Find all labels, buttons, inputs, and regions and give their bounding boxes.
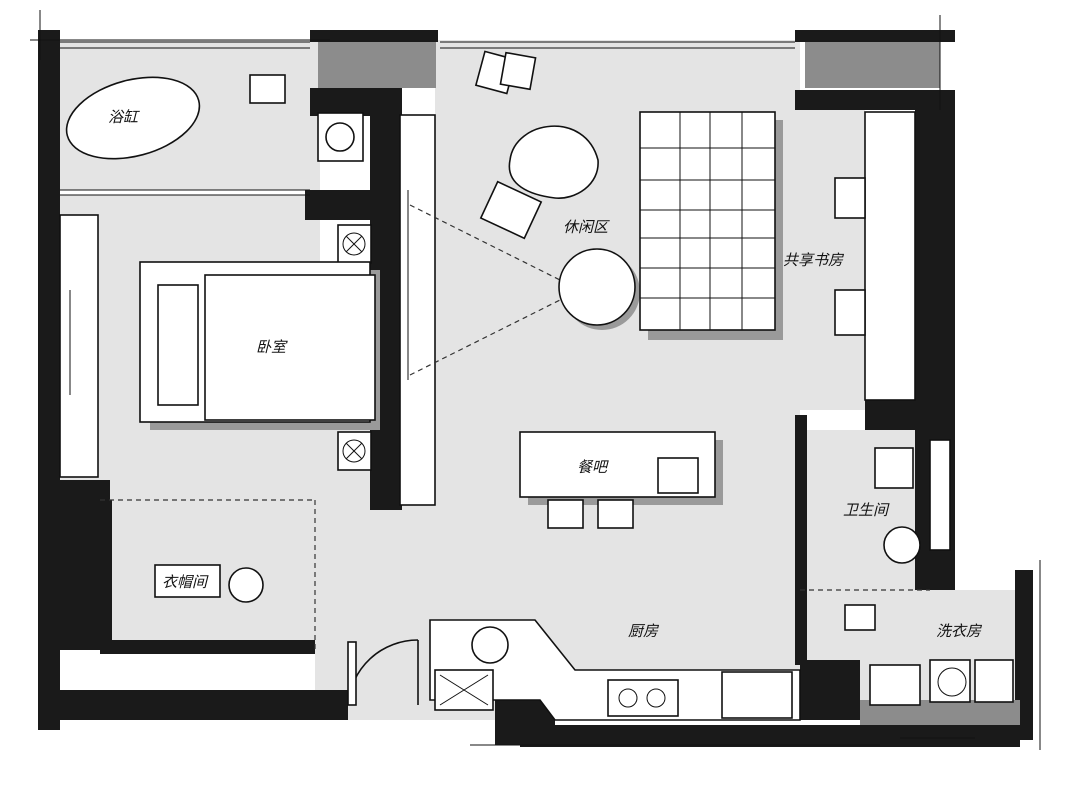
- room-label-leisure: 休闲区: [563, 218, 610, 236]
- room-label-bar: 餐吧: [577, 458, 609, 476]
- dashed-partitions: [100, 204, 930, 650]
- windows: [60, 41, 795, 196]
- laundry-fixtures: 洗衣房: [844, 604, 1014, 706]
- study-bookshelf-grid: 共享书房: [639, 111, 845, 340]
- bed: 卧室: [139, 261, 380, 430]
- room-label-kitchen: 厨房: [628, 622, 660, 640]
- room-label-laundry: 洗衣房: [936, 622, 983, 640]
- study-desk: [834, 111, 916, 401]
- bedroom-closet: [59, 214, 99, 478]
- bathroom-fixtures: 卫生间: [843, 439, 951, 564]
- walls: [38, 30, 1033, 747]
- kitchen-fixtures: 厨房: [429, 619, 801, 721]
- room-label-bedroom: 卧室: [256, 338, 288, 356]
- walk-in-closet-fixtures: 衣帽间: [154, 564, 264, 603]
- room-label-bathtub: 浴缸: [108, 108, 140, 126]
- bathtub-fixture: 浴缸: [65, 74, 364, 162]
- room-label-study: 共享书房: [783, 251, 845, 269]
- room-label-wardrobe: 衣帽间: [162, 573, 209, 591]
- bedside-lamps: [337, 224, 372, 471]
- leisure-furniture: 休闲区: [474, 50, 640, 330]
- bar-counter: 餐吧: [519, 431, 723, 529]
- sketch-guides: [30, 10, 1041, 750]
- entry-door: [347, 639, 419, 706]
- room-label-bathroom: 卫生间: [843, 501, 890, 519]
- tv-cabinet: [399, 114, 436, 506]
